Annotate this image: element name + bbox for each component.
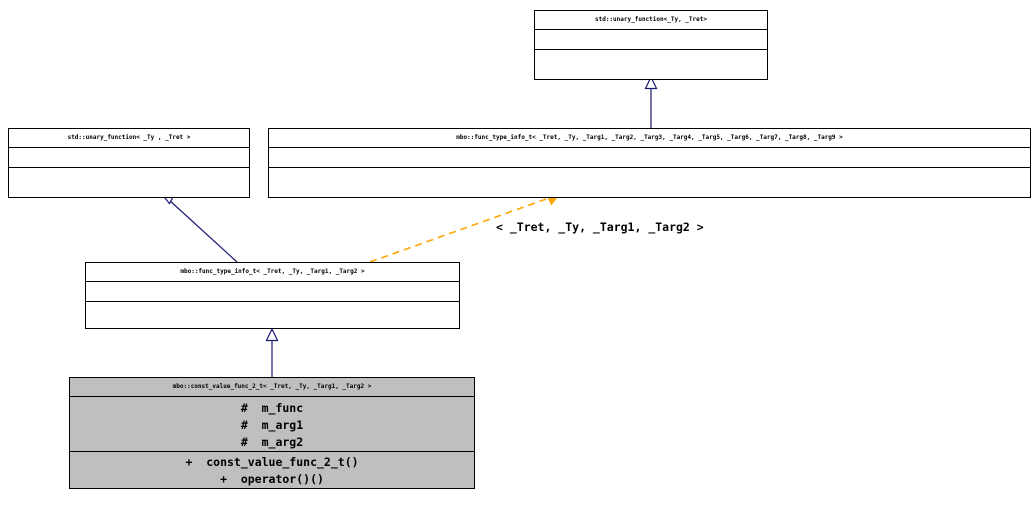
- class-box-mbo-func-type-info-t-9[interactable]: mbo::func_type_info_t< _Tret, _Ty, _Targ…: [268, 128, 1031, 198]
- edge-generalization-left: [158, 191, 238, 263]
- class-title: mbo::func_type_info_t< _Tret, _Ty, _Targ…: [456, 134, 843, 141]
- class-title: mbo::func_type_info_t< _Tret, _Ty, _Targ…: [180, 268, 365, 275]
- class-attributes-section: # m_func # m_arg1 # m_arg2: [70, 397, 474, 451]
- edge-generalization-bottom: [265, 327, 279, 377]
- class-box-std-unary-function-left[interactable]: std::unary_function< _Ty , _Tret >: [8, 128, 250, 198]
- class-divider: [269, 167, 1030, 168]
- class-title: std::unary_function<_Ty, _Tret>: [595, 16, 707, 23]
- class-title: mbo::const_value_func_2_t< _Tret, _Ty, _…: [172, 383, 372, 390]
- class-divider: [9, 147, 249, 148]
- class-attributes-section: [535, 30, 767, 49]
- class-divider: [269, 147, 1030, 148]
- class-operation: + operator()(): [220, 472, 324, 486]
- class-operations-section: + const_value_func_2_t() + operator()(): [70, 452, 474, 488]
- class-attributes-section: [269, 148, 1030, 167]
- class-title: std::unary_function< _Ty , _Tret >: [67, 134, 191, 141]
- edge-generalization-top: [644, 75, 658, 128]
- class-attributes-section: [86, 282, 459, 301]
- class-attribute: # m_arg1: [240, 418, 304, 432]
- class-operations-section: [86, 302, 459, 324]
- class-divider: [535, 49, 767, 50]
- class-operations-section: [269, 168, 1030, 190]
- class-operations-section: [9, 168, 249, 190]
- class-box-mbo-const-value-func-2-t[interactable]: mbo::const_value_func_2_t< _Tret, _Ty, _…: [69, 377, 475, 489]
- class-divider: [86, 281, 459, 282]
- class-operations-section: [535, 50, 767, 72]
- class-divider: [535, 29, 767, 30]
- class-attribute: # m_func: [240, 401, 304, 415]
- class-operation: + const_value_func_2_t(): [185, 455, 359, 469]
- class-attributes-section: [9, 148, 249, 167]
- class-divider: [70, 451, 474, 452]
- class-divider: [70, 396, 474, 397]
- class-divider: [86, 301, 459, 302]
- class-box-std-unary-function-top[interactable]: std::unary_function<_Ty, _Tret>: [534, 10, 768, 80]
- class-box-mbo-func-type-info-t-2[interactable]: mbo::func_type_info_t< _Tret, _Ty, _Targ…: [85, 262, 460, 329]
- class-attribute: # m_arg2: [240, 435, 304, 449]
- class-divider: [9, 167, 249, 168]
- edge-label-template-binding: < _Tret, _Ty, _Targ1, _Targ2 >: [496, 220, 704, 234]
